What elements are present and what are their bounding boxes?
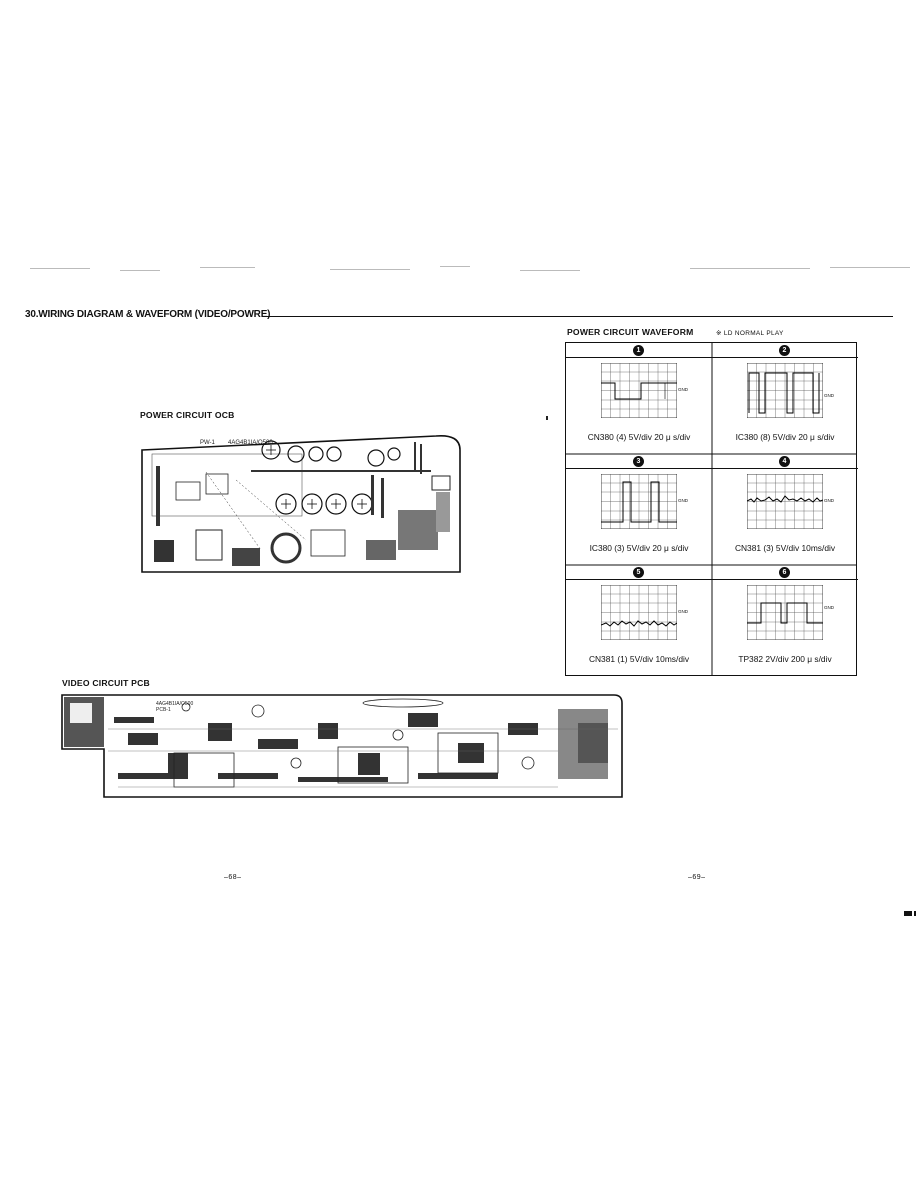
page-number-left: –68– — [224, 874, 242, 881]
gnd-label: GND — [824, 498, 834, 503]
cell-rule — [712, 468, 858, 469]
waveform-cell: 3 GND IC380 (3) 5V/div 20 μ s/div — [566, 454, 712, 565]
power-pcb-id-text: PW-1 — [200, 440, 216, 446]
oscilloscope-screen — [747, 585, 823, 640]
registration-mark — [914, 911, 916, 916]
waveform-number: 1 — [633, 345, 644, 356]
gnd-label: GND — [678, 387, 688, 392]
scan-noise — [30, 266, 910, 271]
waveform-number: 6 — [779, 567, 790, 578]
section-header: 30.WIRING DIAGRAM & WAVEFORM (VIDEO/POWR… — [25, 309, 893, 325]
waveform-cell: 2 GND IC380 (8) 5V/div 20 μ s/div — [712, 343, 858, 454]
grid-dividers — [566, 343, 856, 675]
gnd-label: GND — [824, 605, 834, 610]
waveform-caption: IC380 (3) 5V/div 20 μ s/div — [589, 543, 689, 553]
gnd-label: GND — [824, 393, 834, 398]
waveform-number: 5 — [633, 567, 644, 578]
waveform-title: POWER CIRCUIT WAVEFORM — [567, 327, 694, 337]
video-pcb-diagram: 4AG4B1IA/O500 PCB-1 — [61, 694, 623, 798]
waveform-caption: CN380 (4) 5V/div 20 μ s/div — [587, 432, 691, 442]
waveform-cell: 1 GND CN380 (4) 5V/div 20 μ s/div — [566, 343, 712, 454]
power-pcb-part-text: 4AG4B1IA/O500 — [228, 440, 273, 446]
registration-mark — [904, 911, 912, 916]
power-pcb-label: POWER CIRCUIT OCB — [140, 410, 235, 420]
waveform-grid: 1 GND CN380 (4) 5V/div 20 μ s/div 2 — [565, 342, 858, 676]
oscilloscope-screen — [601, 363, 677, 418]
page-number-right: –69– — [688, 874, 706, 881]
waveform-cell: 5 GND CN381 (1) 5V/div 10ms/div — [566, 565, 712, 676]
stray-mark — [546, 416, 548, 420]
oscilloscope-screen — [601, 585, 677, 640]
waveform-caption: TP382 2V/div 200 μ s/div — [738, 654, 832, 664]
video-pcb-part-text: 4AG4B1IA/O500 — [156, 701, 193, 707]
waveform-caption: IC380 (8) 5V/div 20 μ s/div — [735, 432, 835, 442]
video-pcb-label: VIDEO CIRCUIT PCB — [62, 678, 150, 688]
cell-rule — [566, 579, 712, 580]
gnd-label: GND — [678, 609, 688, 614]
waveform-caption: CN381 (1) 5V/div 10ms/div — [588, 654, 690, 664]
waveform-number: 3 — [633, 456, 644, 467]
gnd-label: GND — [678, 498, 688, 503]
oscilloscope-screen — [747, 474, 823, 529]
waveform-cell: 4 GND CN381 (3) 5V/div 10ms/div — [712, 454, 858, 565]
waveform-cell: 6 GND TP382 2V/div 200 μ s/div — [712, 565, 858, 676]
cell-rule — [566, 357, 712, 358]
video-pcb-id-text: PCB-1 — [156, 707, 171, 713]
cell-rule — [712, 579, 858, 580]
cell-rule — [712, 357, 858, 358]
oscilloscope-screen — [601, 474, 677, 529]
waveform-number: 2 — [779, 345, 790, 356]
power-pcb-diagram: PW-1 4AG4B1IA/O500 — [141, 434, 461, 573]
oscilloscope-screen — [747, 363, 823, 418]
section-title: 30.WIRING DIAGRAM & WAVEFORM (VIDEO/POWR… — [25, 309, 273, 320]
waveform-number: 4 — [779, 456, 790, 467]
header-rule — [265, 316, 893, 317]
waveform-note: ※ LD NORMAL PLAY — [716, 330, 784, 337]
cell-rule — [566, 468, 712, 469]
waveform-caption: CN381 (3) 5V/div 10ms/div — [734, 543, 836, 553]
